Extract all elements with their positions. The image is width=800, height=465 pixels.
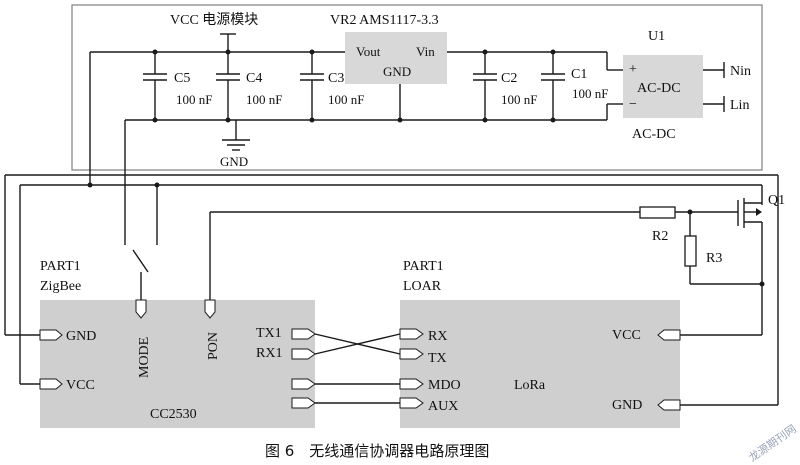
svg-text:−: − bbox=[629, 97, 637, 112]
svg-text:RX1: RX1 bbox=[256, 346, 282, 361]
vout-label: Vout bbox=[356, 44, 381, 59]
svg-text:RX: RX bbox=[428, 329, 447, 344]
zigbee-mode-pin bbox=[135, 299, 147, 319]
zigbee-part-label: PART1 bbox=[40, 259, 81, 274]
lora-chip-label: LoRa bbox=[514, 378, 546, 393]
capacitor-c4: C4 100 nF bbox=[216, 52, 282, 120]
svg-text:C4: C4 bbox=[246, 71, 262, 86]
svg-text:100 nF: 100 nF bbox=[176, 92, 212, 107]
svg-text:VCC: VCC bbox=[66, 378, 95, 393]
svg-text:GND: GND bbox=[612, 398, 642, 413]
zigbee-rx1-pin bbox=[291, 348, 316, 360]
acdc-box bbox=[623, 55, 703, 118]
r2-label: R2 bbox=[652, 229, 668, 244]
ground-symbol: GND bbox=[220, 120, 250, 169]
zigbee-tx1-pin bbox=[291, 328, 316, 340]
cc2530-label: CC2530 bbox=[150, 407, 197, 422]
svg-text:MDO: MDO bbox=[428, 378, 461, 393]
svg-text:C3: C3 bbox=[328, 71, 344, 86]
resistor-r2 bbox=[639, 206, 676, 219]
lora-module bbox=[400, 300, 680, 428]
svg-text:Q1: Q1 bbox=[768, 193, 785, 208]
svg-text:100 nF: 100 nF bbox=[328, 92, 364, 107]
vcc-module-label: VCC 电源模块 bbox=[170, 12, 258, 28]
zigbee-pon-pin bbox=[204, 299, 216, 319]
r3-label: R3 bbox=[706, 251, 722, 266]
svg-text:AUX: AUX bbox=[428, 399, 458, 414]
zigbee-name: ZigBee bbox=[40, 279, 81, 294]
svg-text:C1: C1 bbox=[571, 67, 587, 82]
mode-label: MODE bbox=[137, 337, 152, 378]
capacitor-c1: C1 100 nF bbox=[541, 52, 608, 120]
zigbee-module bbox=[40, 300, 315, 428]
lora-rx-pin bbox=[399, 328, 424, 340]
svg-text:GND: GND bbox=[66, 329, 96, 344]
zigbee-pin-5 bbox=[291, 378, 316, 390]
regulator-label: VR2 AMS1117-3.3 bbox=[330, 13, 439, 28]
svg-text:VCC: VCC bbox=[612, 328, 641, 343]
zigbee-pin-6 bbox=[291, 397, 316, 409]
reg-gnd-label: GND bbox=[383, 64, 411, 79]
regulator-box bbox=[345, 32, 447, 84]
capacitor-c3: C3 100 nF bbox=[300, 52, 364, 120]
svg-text:TX: TX bbox=[428, 351, 447, 366]
lora-gnd-pin bbox=[657, 399, 681, 411]
capacitor-c5: C5 100 nF bbox=[143, 52, 212, 120]
vin-label: Vin bbox=[416, 44, 435, 59]
mosfet-q1: Q1 bbox=[680, 193, 785, 336]
svg-text:GND: GND bbox=[220, 154, 248, 169]
pon-label: PON bbox=[206, 332, 221, 360]
svg-text:AC-DC: AC-DC bbox=[632, 127, 676, 142]
lora-name: LOAR bbox=[403, 279, 442, 294]
lora-mdo-pin bbox=[399, 378, 424, 390]
watermark: 龙源期刊网 bbox=[746, 421, 799, 464]
lora-aux-pin bbox=[399, 397, 424, 409]
lora-vcc-pin bbox=[657, 329, 681, 341]
zigbee-gnd-pin bbox=[39, 329, 63, 341]
u1-label: U1 bbox=[648, 29, 665, 44]
svg-text:TX1: TX1 bbox=[256, 326, 282, 341]
svg-text:100 nF: 100 nF bbox=[501, 92, 537, 107]
svg-text:C2: C2 bbox=[501, 71, 517, 86]
zigbee-vcc-pin bbox=[39, 378, 63, 390]
svg-text:+: + bbox=[629, 62, 637, 77]
resistor-r3 bbox=[684, 235, 697, 267]
figure-caption: 图 6 无线通信协调器电路原理图 bbox=[265, 442, 489, 460]
capacitor-c2: C2 100 nF bbox=[473, 52, 537, 120]
lora-tx-pin bbox=[399, 348, 424, 360]
nin-label: Nin bbox=[730, 64, 751, 79]
lin-label: Lin bbox=[730, 98, 749, 113]
svg-text:AC-DC: AC-DC bbox=[637, 81, 681, 96]
svg-text:100 nF: 100 nF bbox=[246, 92, 282, 107]
lora-part-label: PART1 bbox=[403, 259, 444, 274]
power-module-frame bbox=[71, 4, 763, 171]
svg-text:100 nF: 100 nF bbox=[572, 86, 608, 101]
svg-text:C5: C5 bbox=[174, 71, 190, 86]
